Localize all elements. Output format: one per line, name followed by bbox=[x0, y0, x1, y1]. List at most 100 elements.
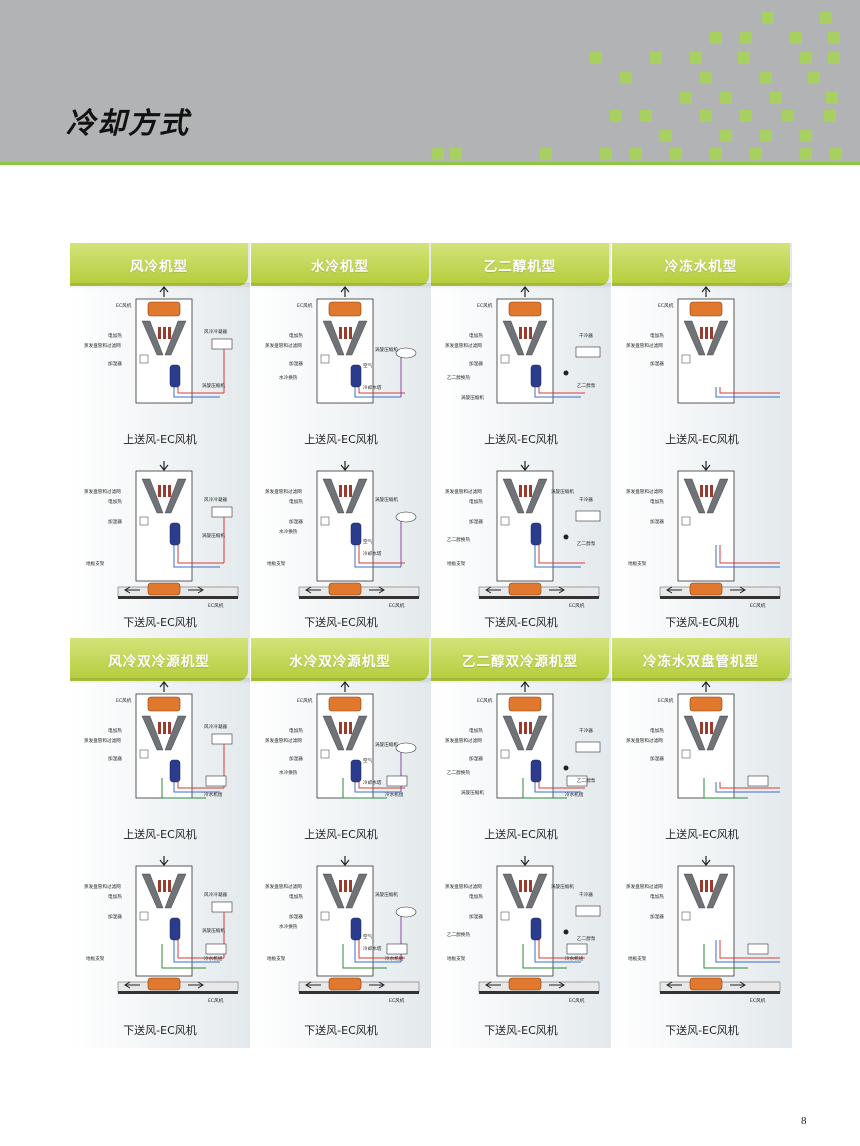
floor-stand-label: 地板支架 bbox=[267, 957, 286, 962]
decorative-square bbox=[670, 148, 682, 160]
ec-fan-label: EC风机 bbox=[477, 304, 493, 309]
downflow-unit-schematic bbox=[298, 856, 420, 994]
decorative-square bbox=[610, 110, 622, 122]
panel-title-tab: 水冷双冷源机型 bbox=[251, 638, 429, 681]
humidifier-label: 加湿器 bbox=[289, 915, 303, 920]
air-label: 空气 bbox=[363, 759, 373, 764]
humidifier-label: 加湿器 bbox=[469, 757, 483, 762]
downflow-caption: 下送风-EC风机 bbox=[123, 616, 197, 629]
tab-shadow bbox=[431, 678, 611, 684]
heater-label: 电加热 bbox=[469, 729, 483, 734]
humidifier-label: 加湿器 bbox=[650, 757, 664, 762]
upflow-diagram: EC风机电加热蒸发盘管和过滤网加湿器涡旋压缩机水冷换热空气冷却水塔冷水机组 bbox=[251, 680, 431, 830]
decorative-square bbox=[740, 110, 752, 122]
evaporator-label: 蒸发盘管和过滤网 bbox=[265, 344, 302, 349]
upflow-unit-schematic bbox=[677, 681, 780, 799]
upflow-diagram: EC风机电加热蒸发盘管和过滤网加湿器干冷器乙二醇换热乙二醇泵涡旋压缩机 bbox=[431, 285, 611, 435]
compressor-label: 涡旋压缩机 bbox=[375, 743, 398, 748]
heater-label: 电加热 bbox=[469, 895, 483, 900]
water-hx-label: 水冷换热 bbox=[279, 376, 298, 381]
upflow-unit-schematic bbox=[316, 681, 417, 799]
evaporator-label: 蒸发盘管和过滤网 bbox=[445, 885, 482, 890]
humidifier-label: 加湿器 bbox=[650, 915, 664, 920]
decorative-square bbox=[700, 110, 712, 122]
panel-title-tab: 乙二醇机型 bbox=[431, 243, 609, 286]
decorative-square bbox=[680, 92, 692, 104]
header-band bbox=[0, 0, 860, 162]
evaporator-label: 蒸发盘管和过滤网 bbox=[84, 739, 121, 744]
glycol-hx-label: 乙二醇换热 bbox=[447, 376, 470, 381]
upflow-diagram: EC风机电加热蒸发盘管和过滤网加湿器 bbox=[612, 285, 792, 435]
upflow-caption: 上送风-EC风机 bbox=[304, 828, 378, 841]
downflow-unit-schematic bbox=[659, 461, 781, 599]
glycol-hx-label: 乙二醇换热 bbox=[447, 538, 470, 543]
decorative-square bbox=[720, 92, 732, 104]
decorative-square bbox=[828, 52, 840, 64]
decorative-square bbox=[790, 32, 802, 44]
decorative-square bbox=[690, 52, 702, 64]
panel-title-tab: 冷冻水双盘管机型 bbox=[612, 638, 790, 681]
heater-label: 电加热 bbox=[650, 729, 664, 734]
compressor-label: 涡旋压缩机 bbox=[461, 396, 484, 401]
downflow-caption: 下送风-EC风机 bbox=[304, 1024, 378, 1037]
compressor-label: 涡旋压缩机 bbox=[202, 534, 225, 539]
panel-title-tab: 冷冻水机型 bbox=[612, 243, 790, 286]
heater-label: 电加热 bbox=[108, 334, 122, 339]
evaporator-label: 蒸发盘管和过滤网 bbox=[626, 344, 663, 349]
cooling-tower-label: 冷却水塔 bbox=[363, 781, 382, 786]
ec-fan-label: EC风机 bbox=[297, 304, 313, 309]
ec-fan-label: EC风机 bbox=[750, 999, 766, 1004]
floor-stand-label: 地板支架 bbox=[86, 957, 105, 962]
upflow-caption: 上送风-EC风机 bbox=[304, 433, 378, 446]
downflow-caption: 下送风-EC风机 bbox=[484, 616, 558, 629]
air-condenser-label: 风冷冷凝器 bbox=[204, 725, 227, 730]
humidifier-label: 加湿器 bbox=[650, 520, 664, 525]
panel-title-tab: 水冷机型 bbox=[251, 243, 429, 286]
page-number: 8 bbox=[801, 1115, 807, 1127]
floor-stand-label: 地板支架 bbox=[628, 957, 647, 962]
dry-cooler-label: 干冷器 bbox=[579, 498, 593, 503]
upflow-diagram: EC风机电加热蒸发盘管和过滤网加湿器风冷冷凝器冷水机组 bbox=[70, 680, 250, 830]
compressor-label: 涡旋压缩机 bbox=[551, 885, 574, 890]
heater-label: 电加热 bbox=[108, 895, 122, 900]
compressor-label: 涡旋压缩机 bbox=[375, 498, 398, 503]
decorative-square bbox=[750, 148, 762, 160]
cooling-tower-label: 冷却水塔 bbox=[363, 386, 382, 391]
heater-label: 电加热 bbox=[108, 729, 122, 734]
heater-label: 电加热 bbox=[469, 500, 483, 505]
decorative-square bbox=[720, 130, 732, 142]
upflow-diagram: EC风机电加热蒸发盘管和过滤网加湿器干冷器乙二醇换热乙二醇泵涡旋压缩机冷水机组 bbox=[431, 680, 611, 830]
floor-stand-label: 地板支架 bbox=[447, 562, 466, 567]
ec-fan-label: EC风机 bbox=[208, 604, 224, 609]
air-label: 空气 bbox=[363, 540, 373, 545]
compressor-label: 涡旋压缩机 bbox=[202, 384, 225, 389]
heater-label: 电加热 bbox=[289, 500, 303, 505]
heater-label: 电加热 bbox=[650, 334, 664, 339]
upflow-diagram: EC风机电加热蒸发盘管和过滤网加湿器涡旋压缩机水冷换热空气冷却水塔 bbox=[251, 285, 431, 435]
decorative-square bbox=[620, 72, 632, 84]
decorative-square bbox=[740, 32, 752, 44]
decorative-square bbox=[770, 92, 782, 104]
decorative-square bbox=[820, 12, 832, 24]
downflow-caption: 下送风-EC风机 bbox=[304, 616, 378, 629]
downflow-unit-schematic bbox=[478, 461, 601, 599]
compressor-label: 涡旋压缩机 bbox=[551, 490, 574, 495]
dry-cooler-label: 干冷器 bbox=[579, 893, 593, 898]
decorative-square bbox=[760, 130, 772, 142]
heater-label: 电加热 bbox=[289, 895, 303, 900]
downflow-unit-schematic bbox=[117, 856, 239, 994]
downflow-caption: 下送风-EC风机 bbox=[123, 1024, 197, 1037]
humidifier-label: 加湿器 bbox=[108, 362, 122, 367]
upflow-unit-schematic bbox=[135, 681, 233, 799]
evaporator-label: 蒸发盘管和过滤网 bbox=[84, 490, 121, 495]
heater-label: 电加热 bbox=[289, 334, 303, 339]
